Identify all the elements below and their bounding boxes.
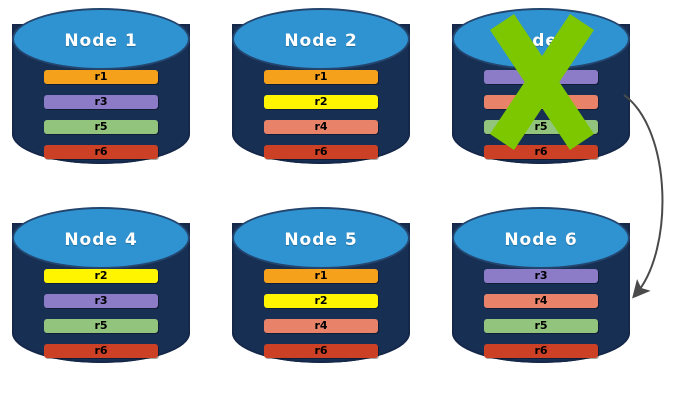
node-title: Node 4 xyxy=(64,230,138,250)
record-bar[interactable]: r6 xyxy=(44,344,158,358)
record-label: r2 xyxy=(94,268,108,282)
record-label: r3 xyxy=(94,293,108,307)
record-list: r2 r3 r5 r6 xyxy=(44,269,158,369)
record-label: r4 xyxy=(534,293,548,307)
record-bar[interactable]: r5 xyxy=(44,319,158,333)
record-bar[interactable]: r4 xyxy=(264,319,378,333)
node-title: Node 3 xyxy=(504,31,578,51)
record-label: r6 xyxy=(534,144,548,158)
node-title: Node 2 xyxy=(284,31,358,51)
cylinder-top: Node 4 xyxy=(12,207,190,269)
record-label: r5 xyxy=(534,119,548,133)
record-bar[interactable]: r6 xyxy=(264,145,378,159)
record-label: r1 xyxy=(314,268,328,282)
record-label: r2 xyxy=(314,293,328,307)
record-bar[interactable]: r2 xyxy=(44,269,158,283)
node-cylinder-3[interactable]: r3 r4 r5 r6 Node 3 xyxy=(452,8,630,182)
record-bar[interactable]: r3 xyxy=(44,95,158,109)
record-label: r4 xyxy=(534,94,548,108)
record-label: r5 xyxy=(94,119,108,133)
record-bar[interactable]: r2 xyxy=(264,95,378,109)
record-bar[interactable]: r1 xyxy=(44,70,158,84)
record-bar[interactable]: r4 xyxy=(484,294,598,308)
record-label: r5 xyxy=(94,318,108,332)
record-label: r6 xyxy=(534,343,548,357)
node-cylinder-6[interactable]: r3 r4 r5 r6 Node 6 xyxy=(452,207,630,381)
cylinder-top: Node 3 xyxy=(452,8,630,70)
record-bar[interactable]: r3 xyxy=(44,294,158,308)
node-cylinder-2[interactable]: r1 r2 r4 r6 Node 2 xyxy=(232,8,410,182)
record-label: r3 xyxy=(534,268,548,282)
node-cylinder-1[interactable]: r1 r3 r5 r6 Node 1 xyxy=(12,8,190,182)
record-label: r6 xyxy=(314,144,328,158)
record-bar[interactable]: r3 xyxy=(484,269,598,283)
record-list: r3 r4 r5 r6 xyxy=(484,269,598,369)
record-bar[interactable]: r5 xyxy=(484,319,598,333)
record-label: r1 xyxy=(314,69,328,83)
record-bar[interactable]: r6 xyxy=(264,344,378,358)
record-bar[interactable]: r1 xyxy=(264,269,378,283)
record-bar[interactable]: r1 xyxy=(264,70,378,84)
record-bar[interactable]: r6 xyxy=(484,344,598,358)
node-title: Node 1 xyxy=(64,31,138,51)
record-label: r6 xyxy=(94,144,108,158)
record-list: r3 r4 r5 r6 xyxy=(484,70,598,170)
record-bar[interactable]: r2 xyxy=(264,294,378,308)
node-cylinder-5[interactable]: r1 r2 r4 r6 Node 5 xyxy=(232,207,410,381)
node-cylinder-4[interactable]: r2 r3 r5 r6 Node 4 xyxy=(12,207,190,381)
record-label: r6 xyxy=(314,343,328,357)
record-label: r3 xyxy=(94,94,108,108)
record-label: r3 xyxy=(534,69,548,83)
cylinder-top: Node 5 xyxy=(232,207,410,269)
node-title: Node 6 xyxy=(504,230,578,250)
cylinder-top: Node 1 xyxy=(12,8,190,70)
cylinder-top: Node 6 xyxy=(452,207,630,269)
record-list: r1 r2 r4 r6 xyxy=(264,269,378,369)
record-list: r1 r3 r5 r6 xyxy=(44,70,158,170)
record-bar[interactable]: r3 xyxy=(484,70,598,84)
record-label: r4 xyxy=(314,119,328,133)
node-title: Node 5 xyxy=(284,230,358,250)
record-list: r1 r2 r4 r6 xyxy=(264,70,378,170)
cylinder-top: Node 2 xyxy=(232,8,410,70)
record-bar[interactable]: r5 xyxy=(44,120,158,134)
record-label: r4 xyxy=(314,318,328,332)
record-label: r6 xyxy=(94,343,108,357)
record-label: r1 xyxy=(94,69,108,83)
record-bar[interactable]: r4 xyxy=(264,120,378,134)
record-bar[interactable]: r6 xyxy=(44,145,158,159)
record-bar[interactable]: r4 xyxy=(484,95,598,109)
record-bar[interactable]: r5 xyxy=(484,120,598,134)
record-label: r5 xyxy=(534,318,548,332)
record-bar[interactable]: r6 xyxy=(484,145,598,159)
record-label: r2 xyxy=(314,94,328,108)
